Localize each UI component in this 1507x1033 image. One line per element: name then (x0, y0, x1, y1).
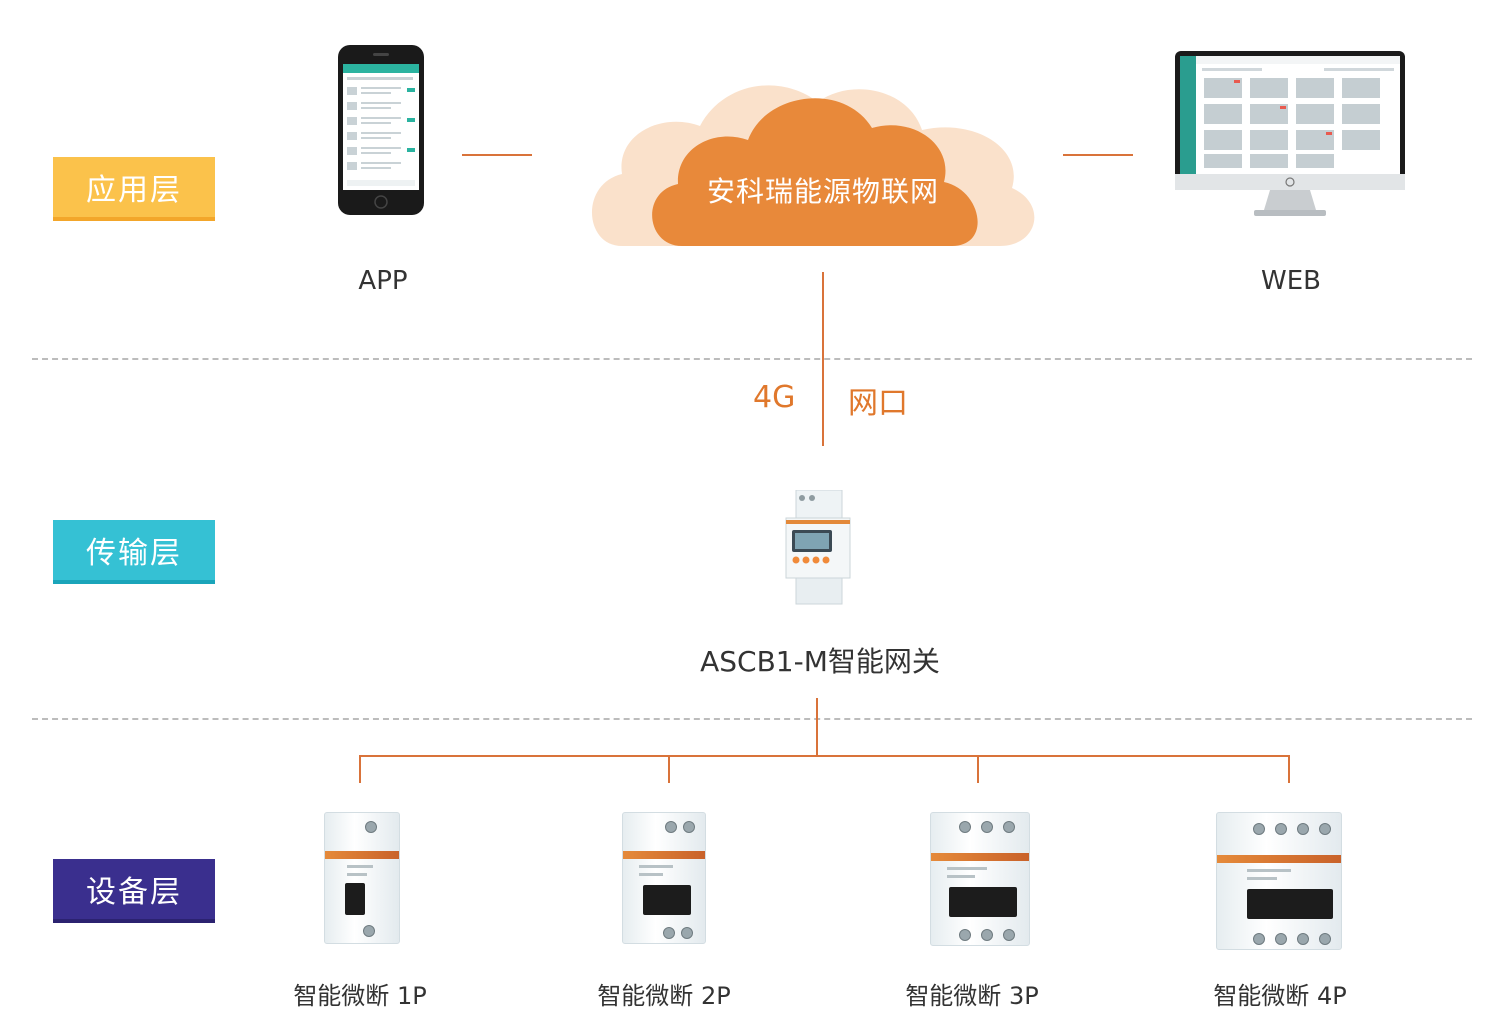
breaker-4p-label: 智能微断 4P (1213, 982, 1347, 1010)
app-cloud-connector (462, 154, 532, 156)
layer-separator-lower (32, 718, 1472, 720)
tree-branch-2p (668, 755, 670, 783)
tree-horizontal-bus (359, 755, 1290, 757)
tree-branch-3p (977, 755, 979, 783)
monitor-icon (1174, 50, 1406, 220)
layer-separator-upper (32, 358, 1472, 360)
breaker-4p-device (1216, 812, 1342, 950)
layer-label-transmission: 传输层 (86, 536, 182, 571)
breaker-3p-label: 智能微断 3P (905, 982, 1039, 1010)
breaker-3p-device (930, 812, 1030, 946)
link-4g-label: 4G (753, 380, 796, 415)
gateway-tree-trunk (816, 698, 818, 756)
breaker-2p-label: 智能微断 2P (597, 982, 731, 1010)
layer-badge-transmission: 传输层 (53, 520, 215, 584)
breaker-2p-device (622, 812, 706, 944)
tree-branch-4p (1288, 755, 1290, 783)
phone-icon (337, 44, 425, 216)
gateway-label: ASCB1-M智能网关 (700, 645, 940, 678)
layer-label-application: 应用层 (86, 173, 182, 208)
cloud-label: 安科瑞能源物联网 (706, 175, 939, 208)
layer-badge-device: 设备层 (53, 859, 215, 923)
gateway-device (784, 489, 852, 606)
breaker-1p-label: 智能微断 1P (293, 982, 427, 1010)
layer-badge-application: 应用层 (53, 157, 215, 221)
web-cloud-connector (1063, 154, 1133, 156)
link-ethernet-label: 网口 (848, 386, 908, 421)
cloud-gateway-connector (822, 272, 824, 446)
layer-label-device: 设备层 (86, 875, 182, 910)
app-label: APP (358, 266, 408, 296)
tree-branch-1p (359, 755, 361, 783)
web-label: WEB (1261, 266, 1321, 296)
cloud-icon: 安科瑞能源物联网 (582, 64, 1042, 250)
breaker-1p-device (324, 812, 400, 944)
